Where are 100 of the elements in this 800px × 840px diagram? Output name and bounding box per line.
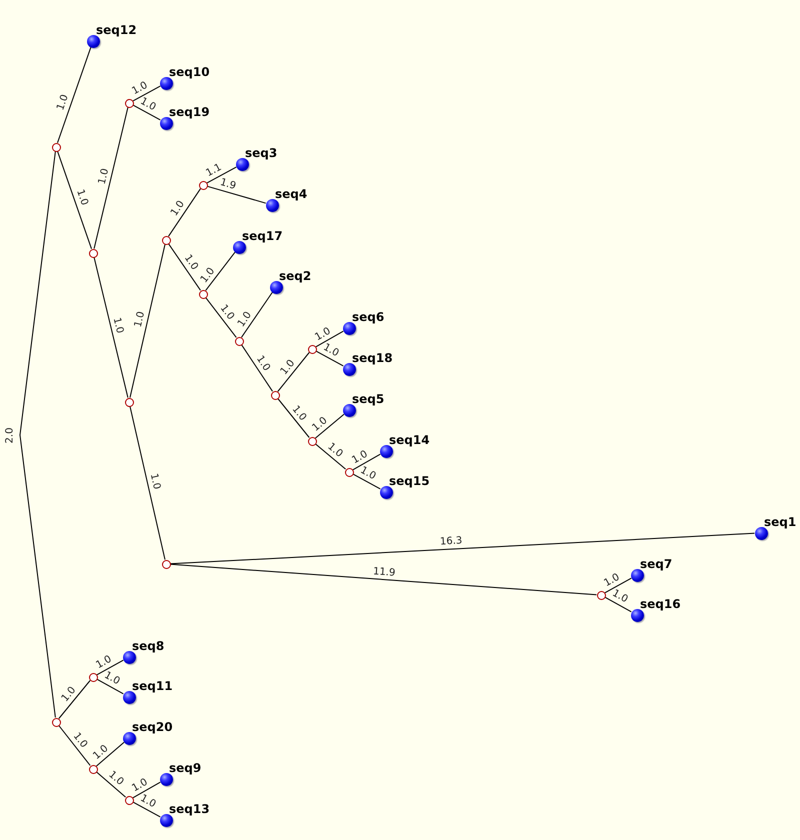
leaf-label: seq7 xyxy=(640,557,672,571)
leaf-node xyxy=(380,486,392,498)
branch-line xyxy=(205,252,236,291)
branch-line xyxy=(352,454,381,470)
branch-node xyxy=(344,468,354,476)
branch-line xyxy=(58,725,91,766)
leaf-node xyxy=(160,76,172,90)
branch-line xyxy=(277,352,310,392)
branch-line xyxy=(315,330,344,348)
leaf-node xyxy=(122,732,136,744)
leaf-label: seq10 xyxy=(169,65,210,79)
branch-line xyxy=(130,244,166,398)
branch-line xyxy=(58,680,91,719)
branch-line xyxy=(314,443,346,470)
branch-length-label: 11.9 xyxy=(372,566,396,578)
leaf-node xyxy=(342,322,356,334)
branch-line xyxy=(277,398,310,438)
branch-node xyxy=(162,560,170,568)
leaf-label: seq12 xyxy=(96,23,137,37)
leaf-label: seq9 xyxy=(169,761,202,775)
leaf-node xyxy=(232,240,246,254)
leaf-node xyxy=(630,608,644,622)
branch-line xyxy=(20,151,56,718)
branch-line xyxy=(57,150,92,250)
branch-length-label: 2.0 xyxy=(4,427,16,443)
branch-node xyxy=(124,398,134,406)
branch-line xyxy=(206,166,237,184)
branch-line xyxy=(96,742,125,767)
leaf-node xyxy=(122,650,136,664)
branch-length-label: 1.0 xyxy=(130,776,150,794)
branch-line xyxy=(314,414,344,439)
branch-node xyxy=(308,436,316,446)
branch-node xyxy=(198,180,208,190)
branch-length-label: 1.0 xyxy=(350,448,370,466)
branch-node xyxy=(198,290,208,298)
branch-line xyxy=(205,297,237,338)
branch-line xyxy=(316,350,344,366)
branch-node xyxy=(124,796,134,804)
leaf-node xyxy=(122,690,136,704)
leaf-label: seq19 xyxy=(169,105,210,119)
branch-length-label: 1.0 xyxy=(313,325,333,343)
branch-line xyxy=(57,46,92,144)
branch-line xyxy=(604,578,632,594)
branch-node xyxy=(162,236,170,244)
leaf-label: seq20 xyxy=(132,720,173,734)
branch-node xyxy=(88,248,98,258)
branch-line xyxy=(96,660,124,676)
branch-line xyxy=(352,474,381,490)
branch-node xyxy=(596,590,606,600)
leaf-label: seq1 xyxy=(764,515,796,529)
branch-node xyxy=(88,764,98,774)
branch-line xyxy=(241,292,273,338)
branch-length-label: 1.0 xyxy=(96,167,111,186)
branch-line xyxy=(94,106,128,250)
leaf-label: seq4 xyxy=(275,187,308,201)
branch-line xyxy=(168,243,201,291)
branch-line xyxy=(130,406,166,560)
branch-length-label: 1.0 xyxy=(235,310,254,330)
leaf-label: seq15 xyxy=(389,474,430,488)
leaf-node xyxy=(86,34,100,48)
branch-node xyxy=(234,336,244,346)
leaf-node xyxy=(380,444,392,458)
leaf-node xyxy=(342,362,356,376)
branch-node xyxy=(88,672,98,682)
branch-line xyxy=(132,104,161,120)
leaf-label: seq16 xyxy=(640,597,681,611)
leaf-label: seq6 xyxy=(352,310,384,324)
leaf-node xyxy=(160,116,172,130)
leaf-node xyxy=(342,404,356,416)
leaf-label: seq17 xyxy=(242,229,283,243)
branch-node xyxy=(52,718,60,726)
branch-line xyxy=(168,188,201,237)
leaf-label: seq13 xyxy=(169,802,210,816)
leaf-label: seq2 xyxy=(279,269,312,283)
branch-node xyxy=(308,344,316,354)
branch-line xyxy=(206,186,266,204)
leaf-node xyxy=(160,772,172,786)
leaf-node xyxy=(630,568,644,582)
leaf-label: seq18 xyxy=(352,351,393,365)
leaf-node xyxy=(266,198,278,212)
leaf-label: seq3 xyxy=(245,146,278,160)
branch-length-label: 1.1 xyxy=(204,162,224,179)
branch-length-label: 1.0 xyxy=(290,404,309,423)
leaf-label: seq14 xyxy=(389,433,430,447)
branch-line xyxy=(96,771,126,798)
branch-line xyxy=(132,86,161,102)
leaf-node xyxy=(270,280,282,294)
leaf-node xyxy=(754,526,768,540)
branch-line xyxy=(170,564,597,596)
leaf-node xyxy=(236,158,248,170)
branch-line xyxy=(132,782,161,798)
branch-line xyxy=(241,344,273,392)
branch-line xyxy=(604,596,632,612)
branch-node xyxy=(52,142,60,152)
branch-node xyxy=(270,390,280,400)
branch-length-label: 1.0 xyxy=(111,316,126,335)
branch-line xyxy=(94,256,128,398)
branch-line xyxy=(96,678,124,694)
leaf-label: seq11 xyxy=(132,679,173,693)
branch-line xyxy=(132,802,161,818)
